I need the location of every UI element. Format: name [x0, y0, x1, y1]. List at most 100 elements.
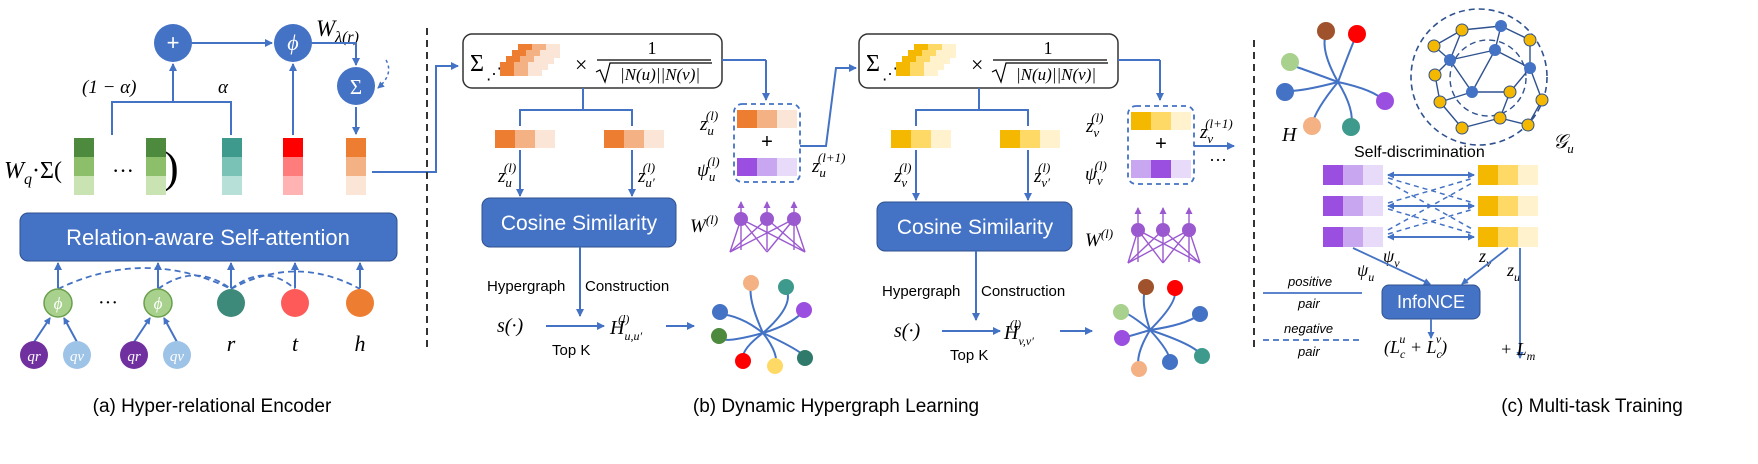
- phi-input-label-1: ϕ: [54, 294, 63, 313]
- agg-times-right: ×: [971, 52, 983, 77]
- qv-label-2: qv: [170, 349, 185, 365]
- weight-network-right: [1127, 207, 1201, 264]
- vector-zv-prime-right: [1000, 130, 1060, 148]
- caption-b: (b) Dynamic Hypergraph Learning: [693, 396, 979, 417]
- agg-dots-right: ⋰: [882, 66, 898, 83]
- wq-sum-label: Wq·Σ(: [4, 158, 62, 188]
- stacked-matrices-right: [896, 44, 956, 76]
- agg-one-left: 1: [648, 38, 657, 58]
- w-lambda-label: Wλ(r): [316, 16, 359, 46]
- psi-v-label: ψv: [1383, 246, 1400, 270]
- sum-node: [337, 67, 375, 105]
- positive-label: positive: [1287, 274, 1332, 289]
- qr-node-2: [120, 341, 148, 369]
- qv-node-1: [63, 341, 91, 369]
- cosine-similarity-label-left: Cosine Similarity: [501, 212, 658, 235]
- panel-b-right: Σ ⋰ × 1 |N(u)||N(v)| zv(l) zv′(l) Cosine…: [693, 33, 1235, 417]
- vector-z-stack-right: [1131, 112, 1191, 130]
- yellow-vector-3: [1478, 227, 1538, 247]
- caption-a: (a) Hyper-relational Encoder: [93, 396, 332, 417]
- negative-pair-label: pair: [1297, 344, 1320, 359]
- t-node: [281, 289, 309, 317]
- h-label: h: [355, 331, 366, 356]
- qr-label-1: qr: [27, 349, 41, 365]
- stacked-matrices-left: [500, 44, 560, 76]
- alpha-label: α: [218, 77, 229, 98]
- z-stack-label-left: zu(l): [699, 108, 718, 138]
- agg-sqrt-right: |N(u)||N(v)|: [1016, 65, 1096, 84]
- phi-input-node-2: [143, 288, 173, 318]
- G-label-c: 𝒢u: [1553, 131, 1574, 156]
- hypergraph-label-left: Hypergraph: [487, 278, 565, 295]
- znext-label-right: zv(l+1): [1199, 116, 1233, 146]
- agg-times-left: ×: [575, 52, 587, 77]
- z-psi-box-left: [733, 103, 801, 183]
- psi-label-left: ψu(l): [697, 154, 720, 184]
- hypergraph-star-c: [1276, 22, 1394, 136]
- cosine-similarity-box-right: [876, 201, 1073, 252]
- panel-c: H: [1263, 8, 1683, 417]
- z-v-label-right: zv(l): [893, 160, 911, 190]
- contrastive-loss-label: (Lcu + Lcv): [1384, 332, 1447, 361]
- z-v-prime-label-right: zv′(l): [1033, 160, 1050, 190]
- weight-network-left: [729, 201, 806, 253]
- W-label-right: W(l): [1085, 226, 1113, 251]
- agg-dots-left: ⋰: [486, 66, 502, 83]
- green-bar-2: [146, 138, 166, 195]
- plus-right: +: [1155, 133, 1167, 155]
- relation-aware-self-attention-label: Relation-aware Self-attention: [66, 225, 350, 250]
- r-label: r: [227, 331, 236, 356]
- W-label-left: W(l): [690, 212, 718, 237]
- purple-vector-1: [1323, 165, 1383, 185]
- H-label-left: Hu,u′(l): [609, 312, 642, 343]
- hypergraph-star-right: [1113, 279, 1210, 377]
- agg-one-right: 1: [1044, 38, 1053, 58]
- yellow-vector-1: [1478, 165, 1538, 185]
- graph-gu: [1410, 8, 1549, 146]
- agg-sum-left: Σ: [470, 51, 484, 77]
- self-discrimination-label: Self-discrimination: [1354, 144, 1485, 161]
- plus-left: +: [761, 131, 773, 153]
- vector-psi-left: [737, 158, 797, 176]
- add-node-label: +: [167, 30, 180, 55]
- z-u-label-c: zu: [1506, 260, 1520, 284]
- qr-node-1: [20, 341, 48, 369]
- topk-label-right: Top K: [950, 347, 988, 364]
- purple-vector-3: [1323, 227, 1383, 247]
- teal-bar: [222, 138, 242, 195]
- r-node: [217, 289, 245, 317]
- phi-node-label: ϕ: [287, 30, 298, 55]
- z-u-label-left: zu(l): [497, 160, 516, 190]
- caption-c: (c) Multi-task Training: [1501, 396, 1683, 417]
- panel-b-left: Σ ⋰ × 1 |N(u)||N(v)| zu(l) zu′(l) Co: [462, 33, 857, 374]
- z-stack-label-right: zv(l): [1085, 110, 1103, 140]
- phi-input-label-2: ϕ: [154, 294, 163, 313]
- construction-label-left: Construction: [585, 278, 669, 295]
- close-paren: ): [164, 143, 179, 192]
- qr-label-2: qr: [127, 349, 141, 365]
- relation-aware-self-attention-box: [19, 212, 398, 262]
- orange-bar: [346, 138, 366, 195]
- multitask-loss-label: + Lm: [1500, 339, 1536, 363]
- vector-zv-right: [891, 130, 951, 148]
- znext-label-left: zu(l+1): [811, 150, 845, 180]
- vector-psi-right: [1131, 160, 1191, 178]
- topk-label-left: Top K: [552, 342, 590, 359]
- infonce-label: InfoNCE: [1397, 292, 1465, 312]
- panel-a: + ϕ Σ Wλ(r) (1 − α) α Wq·Σ( ) ···: [4, 16, 459, 417]
- psi-u-label: ψu: [1357, 260, 1374, 284]
- construction-label-right: Construction: [981, 283, 1065, 300]
- znext-dots-right: ···: [1209, 150, 1227, 170]
- qv-node-2: [163, 341, 191, 369]
- sum-node-label: Σ: [350, 75, 362, 99]
- t-label: t: [292, 331, 299, 356]
- one-minus-alpha-label: (1 − α): [82, 77, 136, 98]
- hypergraph-star-left: [711, 275, 813, 374]
- add-node: [154, 24, 192, 62]
- vector-zu-prime-left: [604, 130, 664, 148]
- phi-input-node-1: [43, 288, 73, 318]
- qv-label-1: qv: [70, 349, 85, 365]
- red-bar: [283, 138, 303, 195]
- H-label-right: Hv,v′(l): [1003, 317, 1034, 348]
- green-bar-1: [74, 138, 94, 195]
